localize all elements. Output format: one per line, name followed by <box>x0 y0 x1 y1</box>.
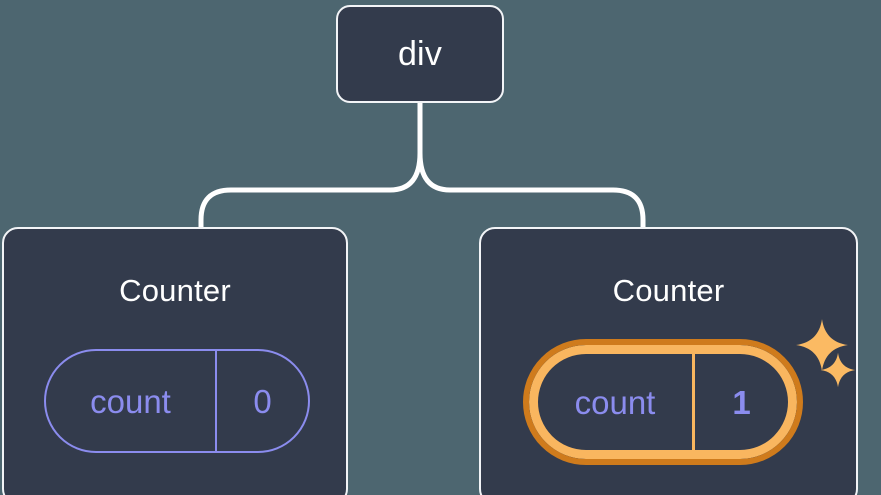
component-title: Counter <box>612 273 725 308</box>
state-pill-inner-ring: count 1 <box>529 345 797 459</box>
state-pill-count-highlighted[interactable]: count 1 <box>523 339 803 465</box>
state-pill-count[interactable]: count 0 <box>44 349 310 453</box>
node-counter-left[interactable]: Counter count 0 <box>2 227 348 495</box>
node-counter-right[interactable]: Counter count 1 <box>479 227 858 495</box>
node-root-div[interactable]: div <box>336 5 504 103</box>
state-value-label: 0 <box>253 382 272 420</box>
state-key-label: count <box>46 351 217 451</box>
root-node-label: div <box>397 35 443 73</box>
component-title: Counter <box>119 273 231 308</box>
state-value-label: 1 <box>732 383 751 421</box>
connector-branch-left <box>198 150 423 231</box>
state-key-label: count <box>538 354 695 450</box>
connector-branch-right <box>417 150 646 231</box>
